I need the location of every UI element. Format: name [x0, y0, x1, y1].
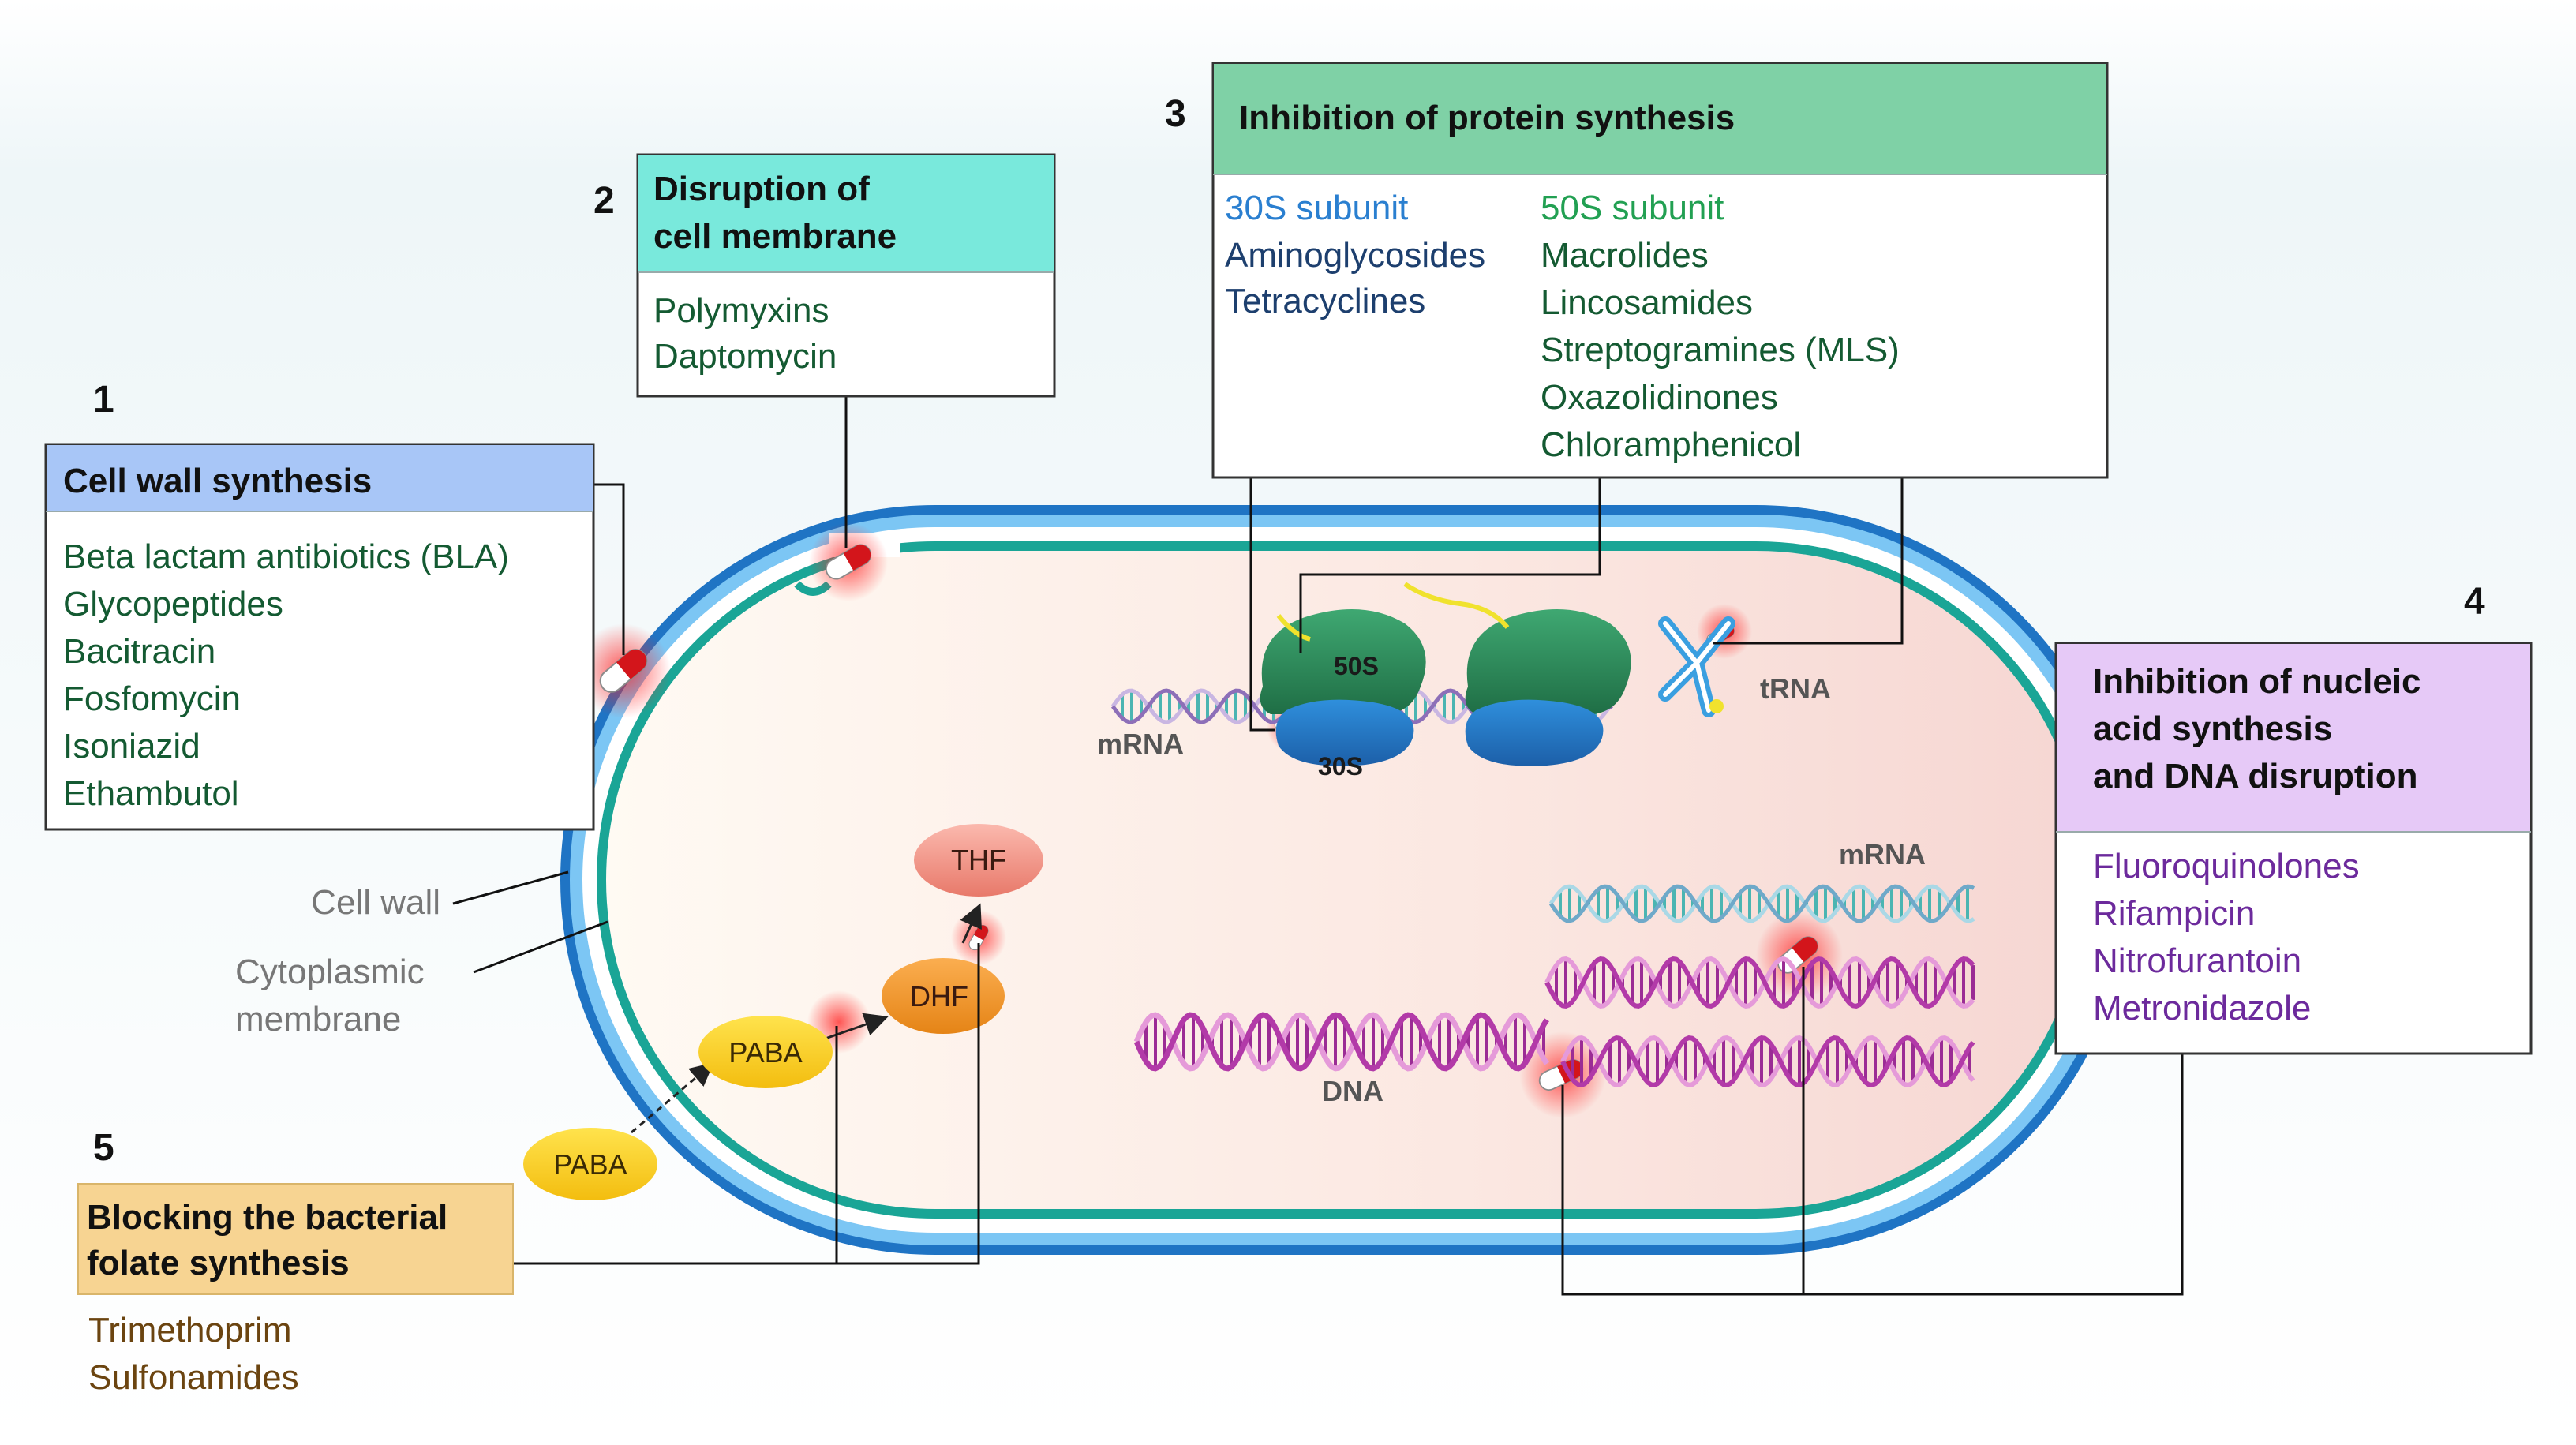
- item-isoniazid: Isoniazid: [63, 727, 200, 766]
- item-oxazolidinones: Oxazolidinones: [1541, 378, 1778, 417]
- section-number-2: 2: [593, 180, 615, 222]
- label-30s: 30S: [1318, 752, 1363, 781]
- pointer-cytoplasmic-membrane: [473, 920, 608, 974]
- item-ethambutol: Ethambutol: [63, 774, 239, 813]
- paba-inner-node: [698, 1016, 833, 1088]
- box-folate-header: [77, 1183, 514, 1295]
- item-daptomycin: Daptomycin: [653, 337, 837, 376]
- label-cell-wall: Cell wall: [311, 883, 440, 922]
- item-chloramphenicol: Chloramphenicol: [1541, 425, 1801, 464]
- label-dna: DNA: [1322, 1075, 1383, 1107]
- peptide-chain: [1276, 614, 1311, 642]
- section-membrane-disruption: 2 Disruption of cell membrane Polymyxins…: [593, 153, 1056, 398]
- item-bacitracin: Bacitracin: [63, 632, 215, 671]
- label-cytoplasmic: Cytoplasmic: [235, 953, 425, 991]
- item-streptogramines: Streptogramines (MLS): [1541, 331, 1900, 369]
- section-number-5: 5: [93, 1127, 114, 1169]
- dna-helices: [1133, 884, 1975, 1087]
- item-metronidazole: Metronidazole: [2093, 989, 2311, 1028]
- arrow-paba-import: [631, 1062, 714, 1134]
- header-50s-subunit: 50S subunit: [1541, 189, 1724, 227]
- item-fosfomycin: Fosfomycin: [63, 679, 241, 718]
- dhf-node: [882, 958, 1005, 1034]
- dna-strand-upper: [1544, 956, 1975, 1009]
- section-cell-wall-synthesis: 1 Cell wall synthesis Beta lactam antibi…: [44, 379, 595, 831]
- dna-strand-lower: [1560, 1035, 1975, 1087]
- label-trna: tRNA: [1760, 672, 1831, 705]
- translation-complex: 50S 30S tRNA mRNA: [1097, 582, 1831, 781]
- item-fluoroquinolones: Fluoroquinolones: [2093, 847, 2360, 885]
- title-cell-wall: Cell wall synthesis: [63, 462, 372, 500]
- section-folate-synthesis: 5 Blocking the bacterial folate synthesi…: [77, 1127, 514, 1397]
- item-trimethoprim: Trimethoprim: [88, 1311, 292, 1350]
- header-30s-subunit: 30S subunit: [1225, 189, 1408, 227]
- header-protein: [1214, 64, 2106, 174]
- label-paba-outer: PABA: [553, 1148, 627, 1181]
- title-nucleic-line3: and DNA disruption: [2093, 757, 2417, 795]
- mrna-transcript: [1548, 884, 1975, 923]
- connector-nucleic-dna: [1561, 1054, 2184, 1296]
- label-paba-inner: PABA: [728, 1036, 802, 1069]
- ribosome-2-30s-subunit: [1465, 699, 1604, 766]
- pointer-cell-wall: [452, 870, 569, 905]
- connector-trna: [1713, 477, 1904, 645]
- item-glycopeptides: Glycopeptides: [63, 585, 283, 623]
- label-mrna-top: mRNA: [1097, 728, 1184, 760]
- paba-outer-node: [523, 1128, 657, 1200]
- ribosome-30s-subunit: [1275, 699, 1414, 766]
- header-nucleic: [2057, 644, 2530, 832]
- arrow-paba-to-dhf: [820, 1013, 889, 1042]
- header-cell-wall: [47, 445, 593, 511]
- item-macrolides: Macrolides: [1541, 236, 1709, 275]
- connector-lines: [513, 396, 2184, 1296]
- title-folate-line1: Blocking the bacterial: [87, 1198, 447, 1237]
- connector-30s: [1249, 477, 1275, 732]
- cell-structure-labels: Cell wall Cytoplasmic membrane: [235, 870, 608, 1039]
- connector-cell-wall: [593, 483, 625, 655]
- label-mrna-right: mRNA: [1839, 838, 1926, 870]
- title-nucleic-line2: acid synthesis: [2093, 709, 2332, 748]
- section-protein-synthesis: 3 Inhibition of protein synthesis 30S su…: [1165, 62, 2109, 479]
- section-number-4: 4: [2464, 581, 2485, 623]
- title-membrane-line1: Disruption of: [653, 170, 870, 208]
- item-polymyxins: Polymyxins: [653, 291, 829, 330]
- label-thf: THF: [951, 844, 1006, 876]
- peptide-chain-2: [1403, 582, 1510, 629]
- label-dhf: DHF: [910, 980, 968, 1013]
- label-membrane: membrane: [235, 1000, 401, 1039]
- item-bla: Beta lactam antibiotics (BLA): [63, 537, 509, 576]
- title-membrane-line2: cell membrane: [653, 217, 897, 256]
- header-membrane: [638, 155, 1054, 272]
- title-protein: Inhibition of protein synthesis: [1239, 99, 1735, 137]
- arrow-dhf-to-thf: [960, 903, 982, 944]
- section-number-3: 3: [1165, 93, 1186, 135]
- connector-folate-dhf: [513, 943, 980, 1265]
- title-nucleic-line1: Inhibition of nucleic: [2093, 662, 2421, 701]
- item-lincosamides: Lincosamides: [1541, 283, 1753, 322]
- dna-double-helix: [1133, 1012, 1549, 1072]
- ribosome-2-50s-subunit: [1465, 609, 1631, 714]
- section-nucleic-acid-synthesis: 4 Inhibition of nucleic acid synthesis a…: [2054, 581, 2533, 1055]
- item-aminoglycosides: Aminoglycosides: [1225, 236, 1485, 275]
- item-rifampicin: Rifampicin: [2093, 894, 2255, 933]
- item-nitrofurantoin: Nitrofurantoin: [2093, 941, 2301, 980]
- title-folate-line2: folate synthesis: [87, 1244, 350, 1282]
- connector-50s: [1299, 477, 1601, 653]
- item-sulfonamides: Sulfonamides: [88, 1358, 299, 1397]
- label-50s: 50S: [1334, 652, 1379, 680]
- folate-pathway: THF DHF PABA PABA: [523, 824, 1043, 1200]
- item-tetracyclines: Tetracyclines: [1225, 282, 1425, 320]
- transcription-complex: DNA mRNA: [1133, 838, 1975, 1107]
- section-number-1: 1: [93, 379, 114, 421]
- thf-node: [914, 824, 1043, 897]
